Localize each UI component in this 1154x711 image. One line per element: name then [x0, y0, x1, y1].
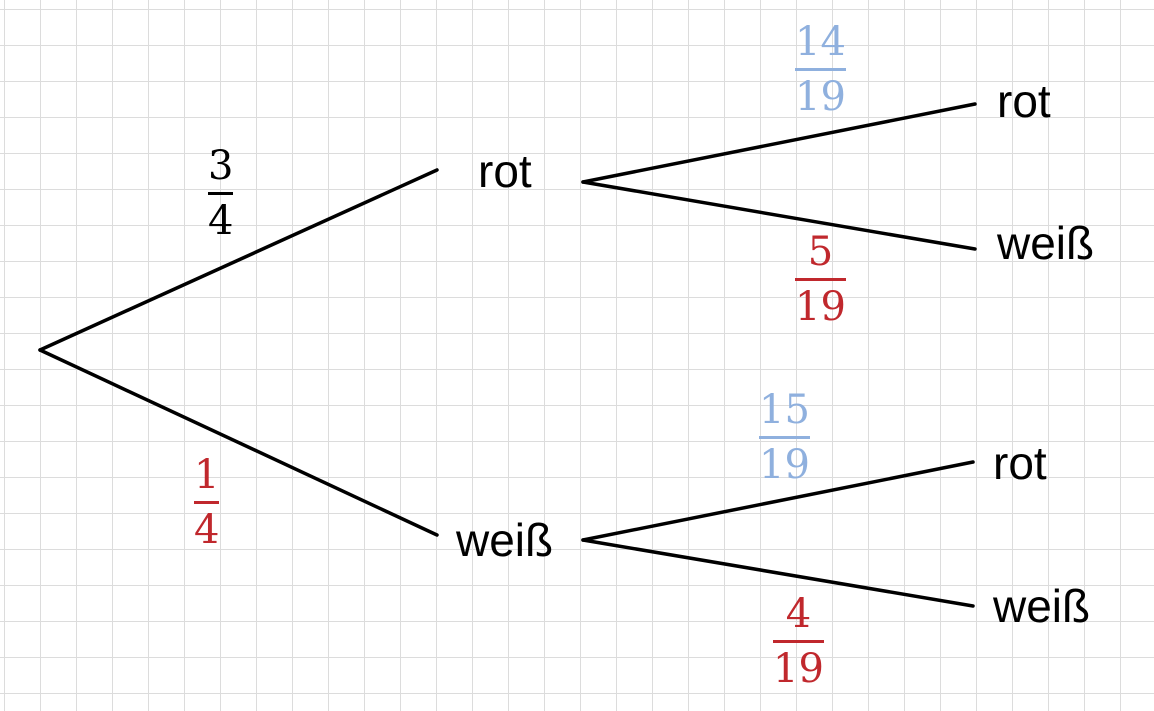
prob-root-weiss-numerator: 1 — [194, 452, 220, 498]
prob-weiss-weiss: 4 19 — [773, 594, 824, 689]
fraction-bar — [795, 68, 846, 71]
node-rot-weiss: weiß — [997, 217, 1095, 269]
prob-weiss-weiss-denominator: 19 — [773, 646, 824, 692]
fraction-bar — [208, 192, 234, 195]
prob-rot-weiss-denominator: 19 — [795, 284, 846, 330]
fraction-bar — [759, 436, 810, 439]
prob-rot-rot-denominator: 19 — [795, 74, 846, 120]
node-weiss: weiß — [456, 514, 554, 566]
node-rot-rot: rot — [997, 75, 1051, 127]
prob-rot-weiss: 5 19 — [795, 232, 846, 327]
prob-weiss-rot-denominator: 19 — [759, 442, 810, 488]
edge-weiss-weiss — [581, 538, 975, 608]
prob-root-rot: 3 4 — [208, 143, 234, 244]
prob-weiss-rot-numerator: 15 — [759, 387, 810, 433]
node-weiss-rot: rot — [993, 437, 1047, 489]
fraction-bar — [194, 501, 220, 504]
edge-rot-weiss — [581, 180, 977, 251]
prob-rot-rot: 14 19 — [795, 22, 846, 117]
node-rot: rot — [478, 145, 532, 197]
prob-root-weiss-denominator: 4 — [194, 507, 220, 553]
prob-weiss-weiss-numerator: 4 — [785, 591, 812, 637]
prob-root-rot-numerator: 3 — [208, 143, 234, 189]
node-weiss-weiss: weiß — [993, 580, 1091, 632]
edge-root-weiss — [38, 348, 439, 537]
fraction-bar — [795, 278, 846, 281]
edge-weiss-rot — [581, 460, 975, 542]
prob-root-weiss: 1 4 — [194, 452, 220, 553]
prob-rot-rot-numerator: 14 — [795, 19, 846, 65]
prob-weiss-rot: 15 19 — [759, 390, 810, 485]
edge-rot-rot — [581, 102, 977, 184]
prob-rot-weiss-numerator: 5 — [807, 229, 834, 275]
edge-root-rot — [38, 168, 439, 352]
prob-root-rot-denominator: 4 — [208, 198, 234, 244]
fraction-bar — [773, 640, 824, 643]
